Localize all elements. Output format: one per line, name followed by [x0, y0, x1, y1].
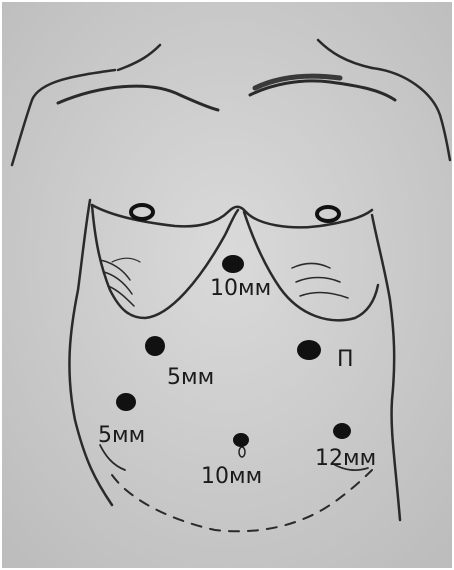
- port-label-epigastric: 10мм: [210, 276, 271, 301]
- port-dot-umbilical: [233, 433, 249, 447]
- port-dot-right-lower: [333, 423, 351, 439]
- port-label-umbilical: 10мм: [201, 464, 262, 489]
- port-label-right-upper: П: [337, 347, 354, 372]
- port-dot-left-upper: [145, 336, 165, 356]
- port-dot-left-lower: [116, 393, 136, 411]
- port-label-left-lower: 5мм: [98, 423, 145, 448]
- port-label-right-lower: 12мм: [315, 446, 376, 471]
- port-dot-epigastric: [222, 255, 244, 273]
- port-dot-right-upper: [297, 340, 321, 360]
- port-label-left-upper: 5мм: [167, 365, 214, 390]
